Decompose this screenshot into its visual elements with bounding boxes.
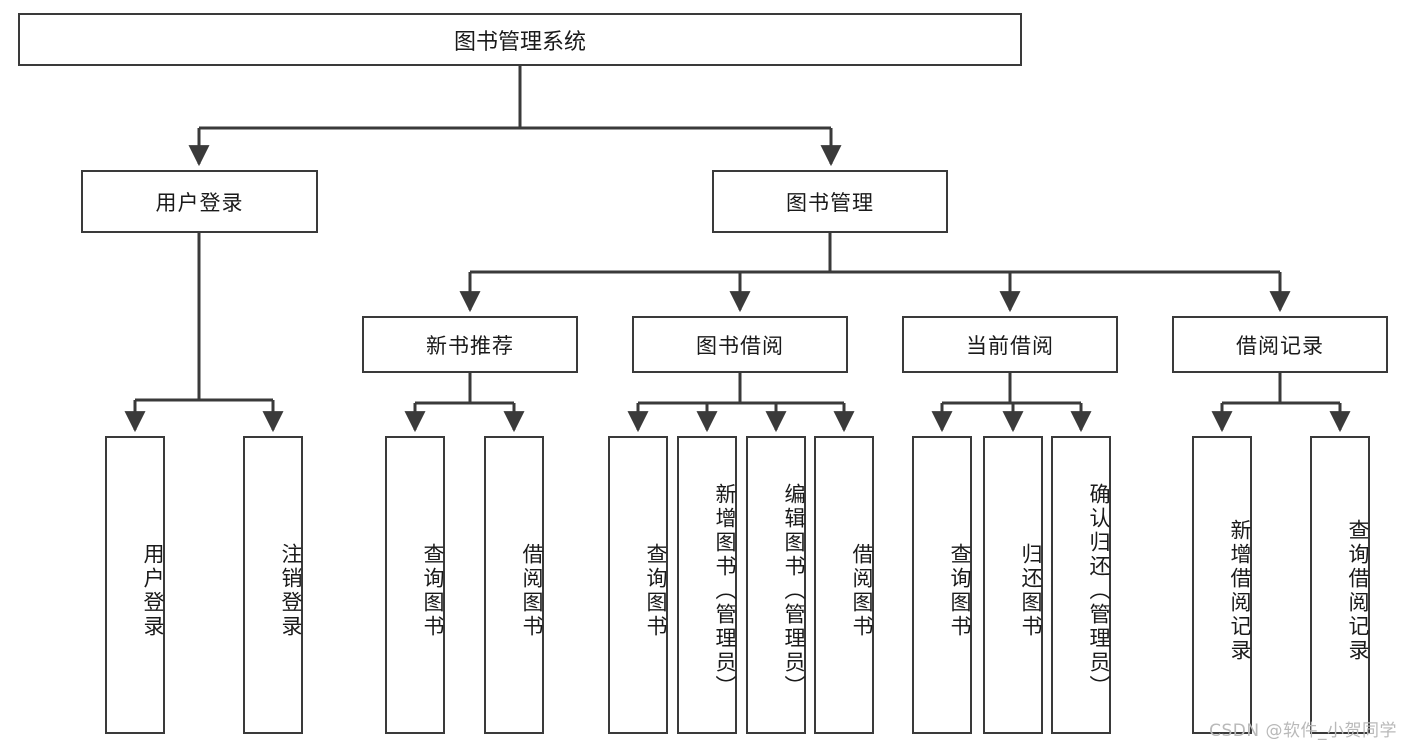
node-new-book-recommend[interactable]: 新书推荐 xyxy=(362,316,578,373)
node-leaf-user-login[interactable]: 用户登录 xyxy=(105,436,165,734)
node-leaf-query-borrow-record-label: 查询借阅记录 xyxy=(1346,519,1370,663)
node-leaf-borrow-book-1[interactable]: 借阅图书 xyxy=(484,436,544,734)
node-user-login[interactable]: 用户登录 xyxy=(81,170,318,233)
node-leaf-return-book-label: 归还图书 xyxy=(1019,543,1043,639)
node-leaf-edit-book-admin-label: 编辑图书（管理员） xyxy=(782,483,806,699)
node-leaf-confirm-return-admin-label: 确认归还（管理员） xyxy=(1087,483,1111,699)
node-leaf-query-book-3-label: 查询图书 xyxy=(948,543,972,639)
node-root[interactable]: 图书管理系统 xyxy=(18,13,1022,66)
node-root-label: 图书管理系统 xyxy=(453,29,586,55)
node-book-management[interactable]: 图书管理 xyxy=(712,170,948,233)
node-leaf-query-borrow-record[interactable]: 查询借阅记录 xyxy=(1310,436,1370,734)
node-leaf-confirm-return-admin[interactable]: 确认归还（管理员） xyxy=(1051,436,1111,734)
node-leaf-user-login-label: 用户登录 xyxy=(141,543,165,639)
node-leaf-borrow-book-2-label: 借阅图书 xyxy=(850,543,874,639)
node-borrow-record[interactable]: 借阅记录 xyxy=(1172,316,1388,373)
node-leaf-borrow-book-1-label: 借阅图书 xyxy=(520,543,544,639)
node-book-management-label: 图书管理 xyxy=(786,190,874,215)
node-leaf-logout[interactable]: 注销登录 xyxy=(243,436,303,734)
node-leaf-query-book-3[interactable]: 查询图书 xyxy=(912,436,972,734)
node-current-borrow-label: 当前借阅 xyxy=(966,333,1054,358)
node-current-borrow[interactable]: 当前借阅 xyxy=(902,316,1118,373)
node-leaf-add-borrow-record[interactable]: 新增借阅记录 xyxy=(1192,436,1252,734)
node-leaf-return-book[interactable]: 归还图书 xyxy=(983,436,1043,734)
node-leaf-query-book-2-label: 查询图书 xyxy=(644,543,668,639)
watermark: CSDN @软件_小贺同学 xyxy=(1209,721,1397,741)
node-borrow-record-label: 借阅记录 xyxy=(1236,333,1324,358)
node-leaf-add-book-admin-label: 新增图书（管理员） xyxy=(713,483,737,699)
node-book-borrow[interactable]: 图书借阅 xyxy=(632,316,848,373)
node-leaf-query-book-2[interactable]: 查询图书 xyxy=(608,436,668,734)
node-book-borrow-label: 图书借阅 xyxy=(696,333,784,358)
node-leaf-query-book-1-label: 查询图书 xyxy=(421,543,445,639)
node-leaf-edit-book-admin[interactable]: 编辑图书（管理员） xyxy=(746,436,806,734)
node-leaf-borrow-book-2[interactable]: 借阅图书 xyxy=(814,436,874,734)
node-new-book-recommend-label: 新书推荐 xyxy=(426,333,514,358)
node-leaf-add-borrow-record-label: 新增借阅记录 xyxy=(1228,519,1252,663)
node-leaf-logout-label: 注销登录 xyxy=(279,543,303,639)
node-leaf-query-book-1[interactable]: 查询图书 xyxy=(385,436,445,734)
node-leaf-add-book-admin[interactable]: 新增图书（管理员） xyxy=(677,436,737,734)
node-user-login-label: 用户登录 xyxy=(155,190,244,215)
